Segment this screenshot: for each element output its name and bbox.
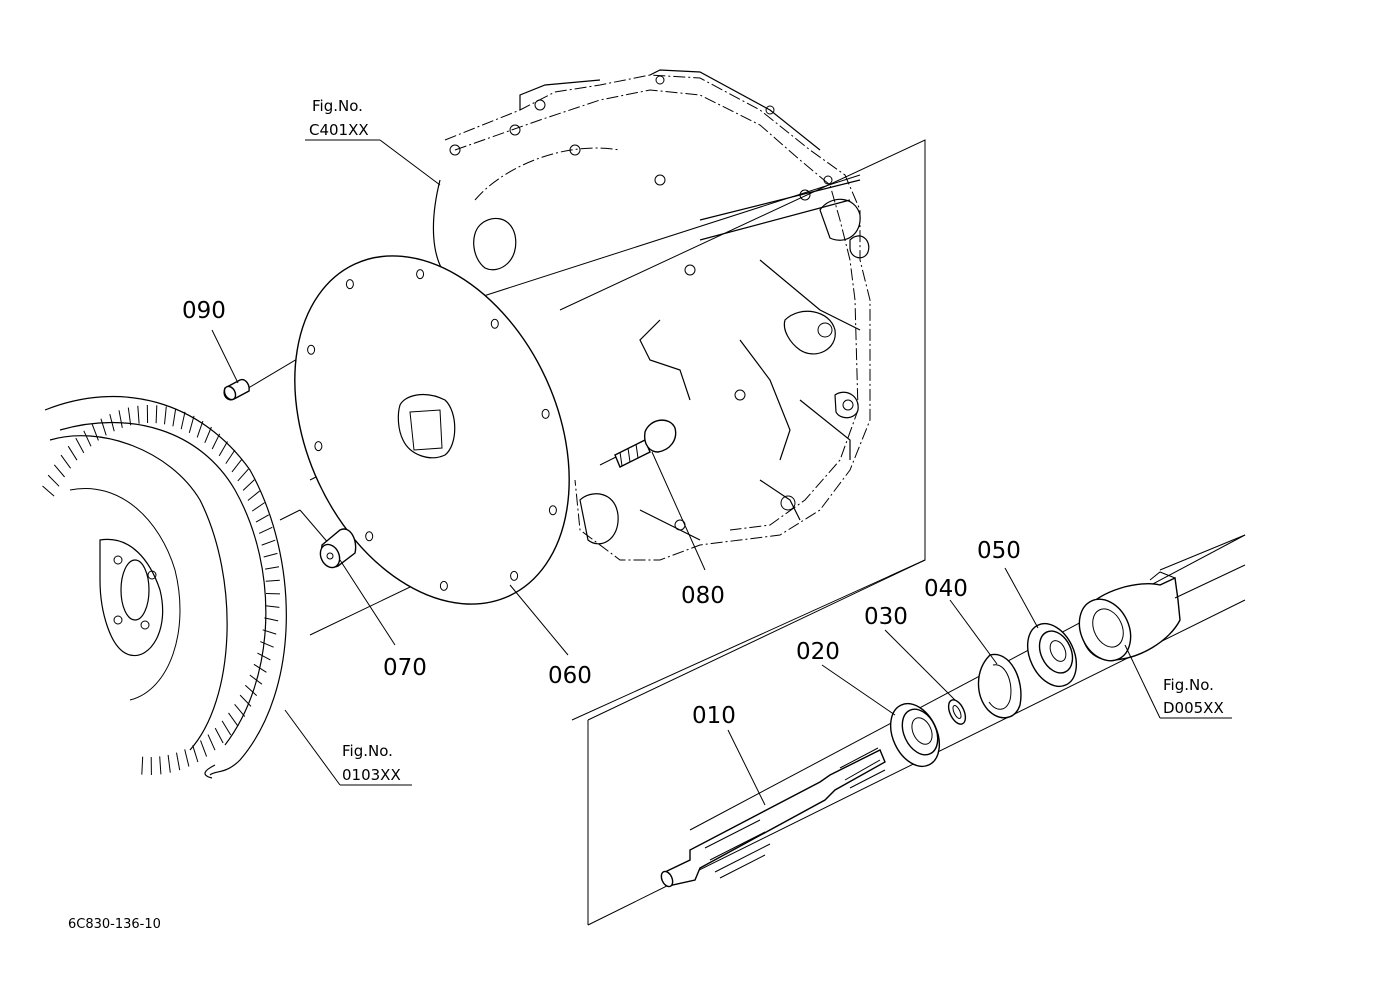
part-label-070: 070 xyxy=(383,655,427,681)
fig-ref-code-d005: D005XX xyxy=(1163,699,1224,717)
circlip-040 xyxy=(978,654,1020,717)
part-label-030: 030 xyxy=(864,604,908,630)
flywheel xyxy=(43,397,287,779)
part-label-080: 080 xyxy=(681,583,725,609)
fig-ref-code-0103: 0103XX xyxy=(342,766,401,784)
dowel-pin xyxy=(222,380,249,402)
fig-ref-label-d005: Fig.No. xyxy=(1163,676,1214,694)
fig-ref-label-c401: Fig.No. xyxy=(312,97,363,115)
clutch-assembly xyxy=(1070,535,1245,669)
part-label-010: 010 xyxy=(692,703,736,729)
snap-ring-030 xyxy=(945,697,969,726)
bearing-020 xyxy=(881,696,949,774)
fig-ref-label-0103: Fig.No. xyxy=(342,742,393,760)
bolt xyxy=(615,420,676,467)
part-label-040: 040 xyxy=(924,576,968,602)
flex-plate xyxy=(241,211,622,648)
mounting-plane xyxy=(560,140,1245,925)
diagram-code: 6C830-136-10 xyxy=(68,917,161,932)
fig-ref-code-c401: C401XX xyxy=(309,121,369,139)
part-label-020: 020 xyxy=(796,639,840,665)
part-label-060: 060 xyxy=(548,663,592,689)
bearing-050 xyxy=(1018,616,1086,694)
bushing xyxy=(317,529,356,571)
part-label-050: 050 xyxy=(977,538,1021,564)
part-label-090: 090 xyxy=(182,298,226,324)
input-shaft xyxy=(659,748,885,888)
